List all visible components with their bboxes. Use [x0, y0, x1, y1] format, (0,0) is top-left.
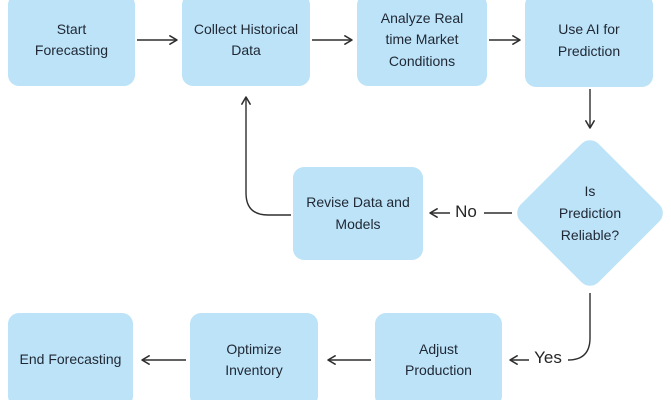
- edge-label-no: No: [455, 202, 477, 221]
- edge-revise-to-collect: [241, 96, 291, 216]
- node-collect-historical-data: Collect Historical Data: [182, 0, 310, 86]
- node-analyze-market-conditions: Analyze Real time Market Conditions: [357, 0, 487, 86]
- decision-label: Is Prediction Reliable?: [558, 183, 622, 243]
- node-use-ai-for-prediction: Use AI for Prediction: [525, 0, 653, 87]
- node-revise-data-and-models: Revise Data and Models: [293, 167, 423, 260]
- node-start-forecasting: Start Forecasting: [8, 0, 135, 86]
- node-adjust-production: Adjust Production: [375, 313, 502, 400]
- node-optimize-inventory: Optimize Inventory: [190, 313, 318, 400]
- node-decision-is-prediction-reliable: Is Prediction Reliable?: [512, 134, 668, 292]
- edge-decision-to-yes-label: [567, 293, 591, 361]
- edge-label-yes: Yes: [534, 348, 562, 367]
- node-end-forecasting: End Forecasting: [8, 313, 133, 400]
